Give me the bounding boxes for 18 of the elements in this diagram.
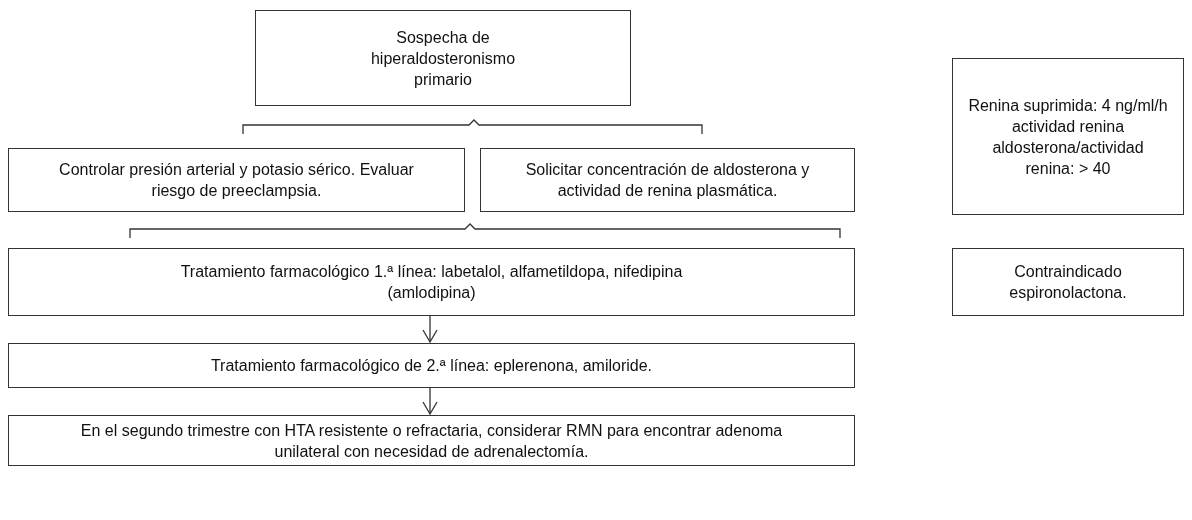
process-box xyxy=(480,148,855,212)
process-box xyxy=(952,248,1184,316)
arrow xyxy=(422,387,438,415)
process-box xyxy=(952,58,1184,215)
box-text: Solicitar concentración de aldosterona y actividad de renina plasmática. xyxy=(524,160,811,201)
box-text: Sospecha de hiperaldosteronismo primario xyxy=(369,27,517,90)
arrow xyxy=(422,315,438,343)
process-box xyxy=(8,415,855,466)
box-text: En el segundo trimestre con HTA resistente o refractaria, considerar RMN para encontrar adenoma unilateral con necesidad de adrenalectomía. xyxy=(79,420,784,462)
process-box xyxy=(8,248,855,316)
box-text: Contraindicado espironolactona. xyxy=(1008,262,1128,303)
box-text: Tratamiento farmacológico 1.ª línea: labetalol, alfametildopa, nifedipina (amlodipina) xyxy=(179,262,684,303)
process-box xyxy=(8,148,465,212)
box-text: Controlar presión arterial y potasio sérico. Evaluar riesgo de preeclampsia. xyxy=(58,160,415,201)
box-text: Renina suprimida: 4 ng/ml/h actividad renina aldosterona/actividad renina: > 40 xyxy=(968,95,1168,179)
process-box xyxy=(8,343,855,388)
box-text: Tratamiento farmacológico de 2.ª línea: eplerenona, amiloride. xyxy=(210,356,653,376)
process-box xyxy=(255,10,631,106)
